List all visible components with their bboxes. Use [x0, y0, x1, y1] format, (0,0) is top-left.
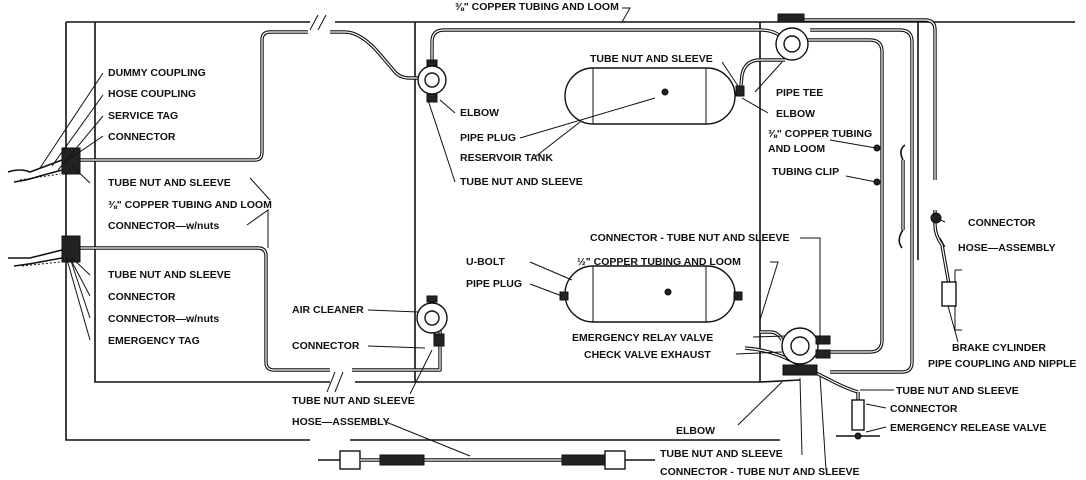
- label-elbow-2: ELBOW: [776, 108, 815, 120]
- label-emergency-release-valve: EMERGENCY RELEASE VALVE: [890, 422, 1046, 434]
- label-group: ⅜" COPPER TUBING AND LOOM DUMMY COUPLING…: [108, 1, 1076, 478]
- reservoir-tank-lower: [559, 265, 743, 323]
- label-tube-nut-sleeve-5: TUBE NUT AND SLEEVE: [590, 53, 713, 65]
- label-connector-4: CONNECTOR: [968, 217, 1036, 229]
- label-copper-top: ⅜" COPPER TUBING AND LOOM: [455, 1, 619, 13]
- label-tube-nut-sleeve-3: TUBE NUT AND SLEEVE: [292, 395, 415, 407]
- label-emergency-tag: EMERGENCY TAG: [108, 335, 200, 347]
- label-connector-w-nuts-1: CONNECTOR—w/nuts: [108, 220, 219, 232]
- label-elbow-1: ELBOW: [460, 107, 499, 119]
- hose-assembly-drawing: [318, 450, 655, 470]
- label-hose-assembly-1: HOSE—ASSEMBLY: [292, 416, 390, 428]
- brake-cylinder: [930, 212, 957, 307]
- label-pipe-plug-1: PIPE PLUG: [460, 132, 516, 144]
- label-hose-assembly-2: HOSE—ASSEMBLY: [958, 242, 1056, 254]
- label-connector-tns-1: CONNECTOR - TUBE NUT AND SLEEVE: [590, 232, 790, 244]
- label-tube-nut-sleeve-4: TUBE NUT AND SLEEVE: [460, 176, 583, 188]
- label-pipe-plug-2: PIPE PLUG: [466, 278, 522, 290]
- label-connector-1: CONNECTOR: [108, 131, 176, 143]
- emergency-release-valve: [836, 399, 880, 440]
- label-connector-5: CONNECTOR: [890, 403, 958, 415]
- label-dummy-coupling: DUMMY COUPLING: [108, 67, 206, 79]
- label-emergency-relay-valve: EMERGENCY RELAY VALVE: [572, 332, 713, 344]
- label-tube-nut-sleeve-1: TUBE NUT AND SLEEVE: [108, 177, 231, 189]
- label-tube-nut-sleeve-2: TUBE NUT AND SLEEVE: [108, 269, 231, 281]
- front-couplings: [7, 147, 81, 267]
- label-connector-2: CONNECTOR: [108, 291, 176, 303]
- label-copper-left: ⅜" COPPER TUBING AND LOOM: [108, 199, 272, 211]
- label-elbow-3: ELBOW: [676, 425, 715, 437]
- air-cleaner-lower: [416, 295, 448, 347]
- label-reservoir-tank: RESERVOIR TANK: [460, 152, 553, 164]
- label-service-tag: SERVICE TAG: [108, 110, 178, 122]
- pipe-tee-fitting: [735, 13, 809, 97]
- label-copper-right-1: ⅜" COPPER TUBING: [768, 128, 872, 140]
- label-hose-coupling: HOSE COUPLING: [108, 88, 196, 100]
- tubing-clips: [873, 144, 906, 249]
- label-u-bolt: U-BOLT: [466, 256, 505, 268]
- label-air-cleaner: AIR CLEANER: [292, 304, 364, 316]
- reservoir-tank-upper: [564, 67, 736, 125]
- label-brake-cylinder: BRAKE CYLINDER: [952, 342, 1046, 354]
- label-connector-tns-2: CONNECTOR - TUBE NUT AND SLEEVE: [660, 466, 860, 478]
- label-copper-half: ½" COPPER TUBING AND LOOM: [577, 256, 741, 268]
- label-connector-w-nuts-2: CONNECTOR—w/nuts: [108, 313, 219, 325]
- label-connector-3: CONNECTOR: [292, 340, 360, 352]
- label-pipe-coupling-nipple: PIPE COUPLING AND NIPPLE: [928, 358, 1076, 370]
- air-cleaner-upper: [417, 59, 447, 103]
- label-tube-nut-sleeve-7: TUBE NUT AND SLEEVE: [660, 448, 783, 460]
- label-tubing-clip: TUBING CLIP: [772, 166, 839, 178]
- emergency-relay-valve: [781, 327, 831, 376]
- label-tube-nut-sleeve-6: TUBE NUT AND SLEEVE: [896, 385, 1019, 397]
- label-check-valve-exhaust: CHECK VALVE EXHAUST: [584, 349, 711, 361]
- leader-lines: [39, 7, 959, 471]
- label-copper-right-2: AND LOOM: [768, 143, 825, 155]
- label-pipe-tee: PIPE TEE: [776, 87, 823, 99]
